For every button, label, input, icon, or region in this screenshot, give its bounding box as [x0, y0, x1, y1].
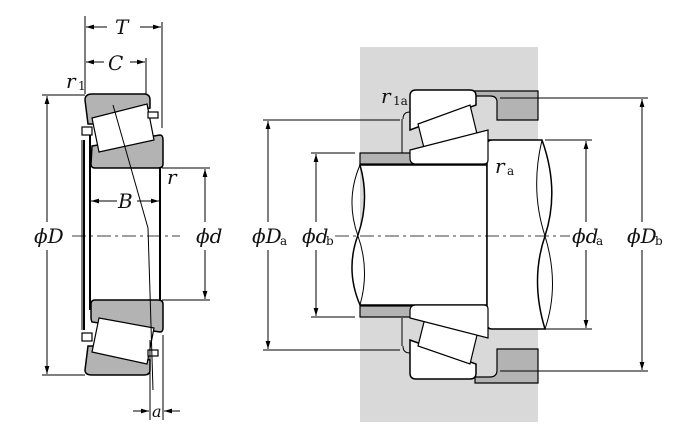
label-phiD: ϕD: [34, 224, 64, 248]
cage-top-left: [81, 126, 93, 136]
svg-text:ϕd: ϕd: [302, 224, 328, 248]
dimension-T: T: [84, 15, 163, 128]
svg-text:ϕd: ϕd: [572, 224, 598, 248]
dimension-phida: ϕd a: [545, 139, 603, 330]
dimension-phiDb: ϕD b: [500, 97, 663, 372]
label-phid: ϕd: [196, 224, 222, 248]
label-r1: r 1: [66, 69, 86, 93]
label-T: T: [115, 15, 130, 39]
roller-bottom: [91, 317, 155, 365]
cage-bottom-right: [147, 349, 159, 357]
collar-top: [359, 152, 416, 165]
inner-ring-mounted-bottom: [409, 304, 489, 339]
svg-text:r: r: [66, 69, 77, 93]
svg-text:b: b: [326, 234, 334, 248]
svg-text:r: r: [495, 154, 506, 178]
dimension-B: B: [91, 189, 159, 213]
mounting-view: [335, 47, 570, 422]
r1a-fillet: [402, 111, 411, 120]
svg-text:ϕD: ϕD: [627, 224, 657, 248]
dimension-phidb: ϕd b: [302, 152, 355, 318]
bearing-section-view: [72, 93, 180, 391]
svg-text:a: a: [280, 234, 287, 248]
outer-ring-mounted-top: [409, 89, 477, 132]
inner-ring-mounted-top: [409, 129, 489, 165]
roller-top: [91, 103, 155, 153]
shaft: [351, 164, 488, 306]
label-r: r: [167, 165, 178, 189]
svg-text:1a: 1a: [393, 94, 408, 108]
dimension-phiDa: ϕD a: [252, 119, 400, 351]
label-a: a: [152, 402, 162, 421]
svg-text:a: a: [596, 234, 603, 248]
dimension-phid: ϕd: [162, 167, 222, 301]
dimension-C: C: [86, 51, 147, 94]
shaft-break: [351, 164, 366, 306]
svg-text:a: a: [507, 164, 514, 178]
svg-text:1: 1: [78, 79, 86, 93]
label-r1a: r 1a: [381, 84, 408, 108]
dimension-a: a: [133, 335, 180, 421]
label-ra: r a: [495, 154, 514, 178]
pressure-line: [112, 104, 149, 229]
collar-bottom: [359, 305, 416, 318]
pressure-line-lower: [147, 227, 154, 391]
label-B: B: [117, 189, 133, 213]
label-C: C: [108, 51, 123, 75]
cage-top-right: [147, 111, 159, 119]
housing-shoulder-bottom: [474, 348, 539, 384]
outer-ring-mounted-bottom: [409, 338, 477, 380]
dimension-phiD: ϕD: [34, 94, 85, 376]
cage-bottom-left: [81, 332, 93, 342]
svg-text:b: b: [655, 234, 663, 248]
svg-text:r: r: [381, 84, 392, 108]
svg-text:ϕD: ϕD: [252, 224, 282, 248]
